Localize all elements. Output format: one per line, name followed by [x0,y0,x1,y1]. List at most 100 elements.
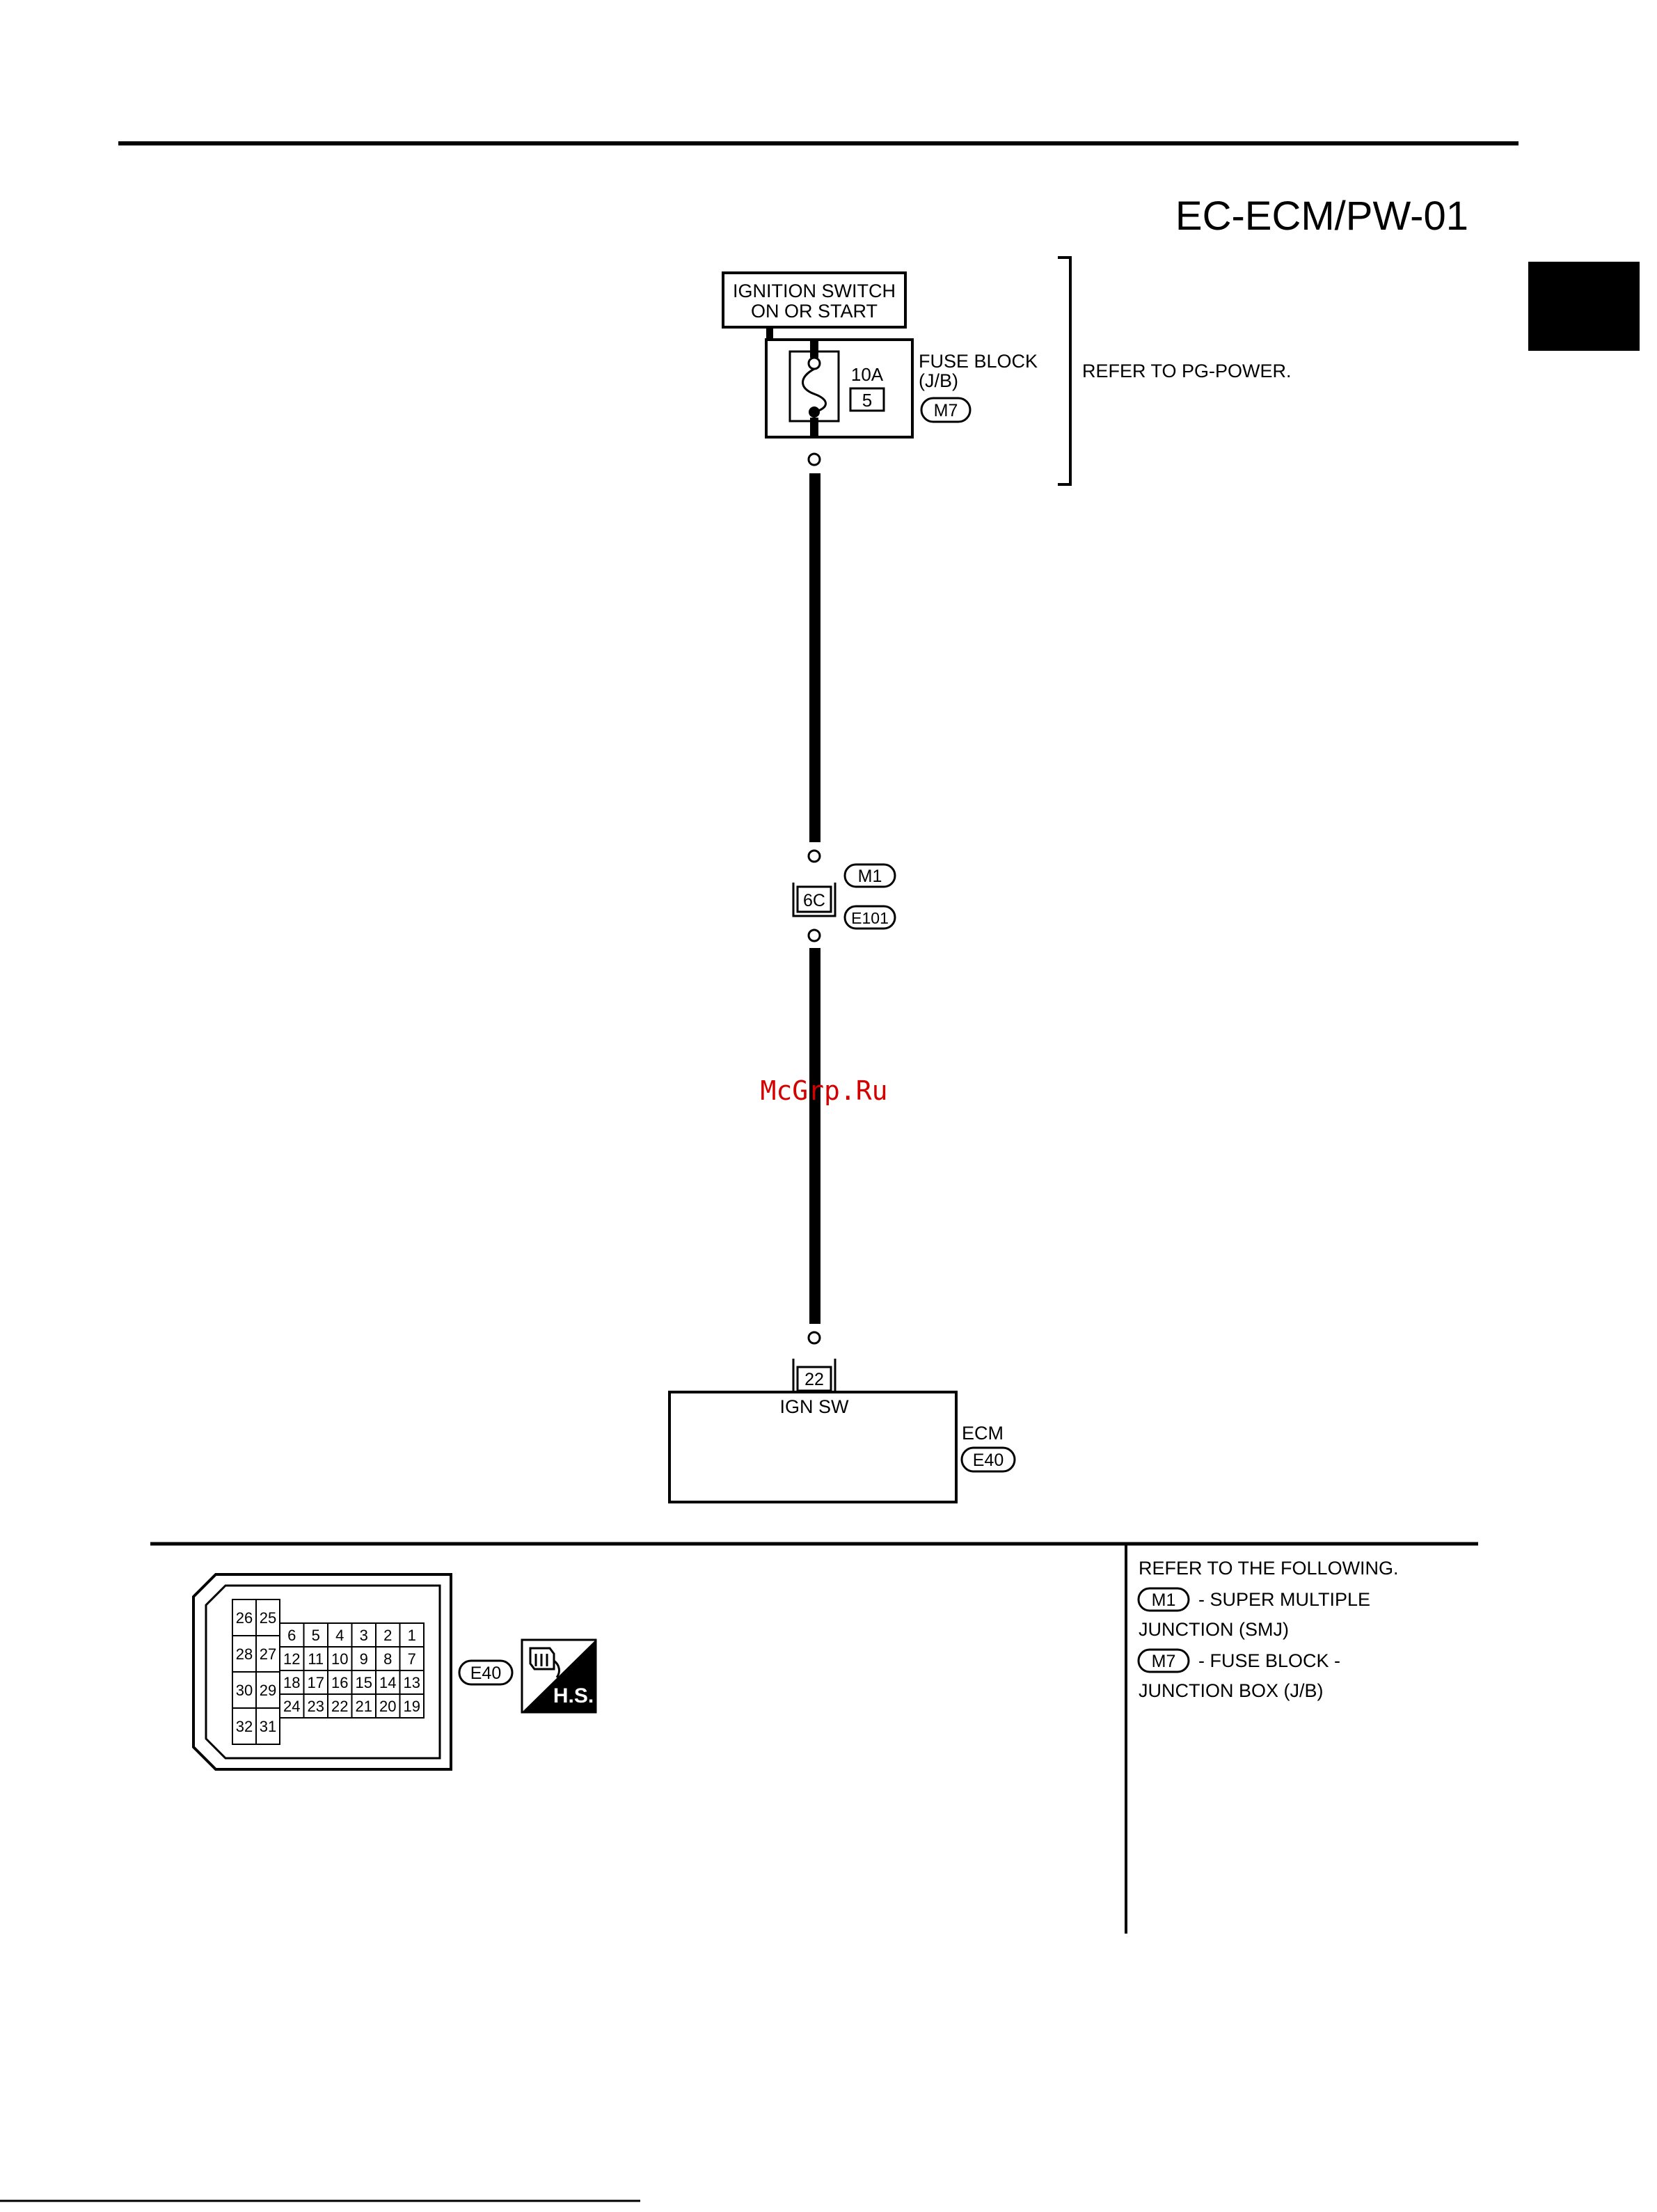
connector-view-id: E40 [470,1664,501,1683]
reference-title: REFER TO THE FOLLOWING. [1139,1558,1399,1579]
connector-pin-cell [351,1693,376,1719]
connector-pin-cell [255,1671,280,1709]
junction-connector-top-badge [843,863,896,888]
junction-connector: 6C M1 E101 [792,863,896,930]
connector-pin-number: 13 [404,1674,420,1691]
fuse-block-connector: M7 [934,401,958,420]
connector-pin-cell [232,1671,257,1709]
reference-1-text-1: - SUPER MULTIPLE [1198,1589,1370,1610]
harness-side-icon [529,1647,560,1678]
fuse-block-name-2: (J/B) [919,370,958,391]
ecm-name: ECM [962,1423,1004,1444]
connector-pin-number: 7 [408,1650,416,1668]
refer-pg-power: REFER TO PG-POWER. [1082,361,1292,381]
fuse-symbol-icon [802,368,827,413]
connector-pin-number: 18 [283,1674,300,1691]
connector-pin-number: 28 [236,1645,253,1663]
connector-pin-cell [327,1622,353,1648]
connector-pin-number: 31 [260,1718,276,1735]
fuse-block-connector-badge [920,397,972,423]
connector-shell-inner [205,1584,441,1760]
fuse-block-name-1: FUSE BLOCK [919,351,1038,372]
ignition-switch-source: IGNITION SWITCH ON OR START [722,271,907,329]
connector-pin-number: 23 [308,1698,324,1715]
connector-pin-cell [399,1693,425,1719]
diagram-code: EC-ECM/PW-01 [1175,193,1468,239]
connector-pin-number: 17 [308,1674,324,1691]
connector-pin-number: 27 [260,1645,276,1663]
junction-connector-bottom: E101 [851,909,889,927]
ecm-terminal-box [796,1366,832,1392]
junction-connector-bottom-badge [843,905,896,930]
ecm-connector-badge [960,1446,1016,1473]
connector-pin-number: 4 [335,1627,344,1644]
connector-pin-number: 29 [260,1682,276,1699]
connector-pin-number: 9 [360,1650,368,1668]
junction-terminal: 6C [803,891,825,910]
junction-connector-top: M1 [858,867,882,886]
connector-pin-number: 21 [356,1698,372,1715]
connector-pin-cell [375,1693,401,1719]
connector-pin-number: 22 [331,1698,348,1715]
fuse-rating: 10A [851,364,884,385]
reference-2-text-2: JUNCTION BOX (J/B) [1139,1680,1324,1701]
ecm-connector: E40 [973,1451,1004,1470]
connector-pin-number: 14 [379,1674,396,1691]
fuse-number-box [849,387,885,412]
connector-pin-number: 1 [408,1627,416,1644]
fuse-block-outline [765,338,914,439]
connector-pin-number: 6 [287,1627,296,1644]
ignition-switch-label-1: IGNITION SWITCH [733,281,896,301]
reference-2-code: M7 [1152,1652,1176,1671]
watermark: McGrp.Ru [760,1075,887,1106]
connector-pin-cell [327,1646,353,1671]
connector-pin-cell [232,1707,257,1745]
connector-pin-number: 19 [404,1698,420,1715]
connector-pin-number: 2 [383,1627,392,1644]
junction-terminal-box [796,885,832,913]
connector-pin-number: 20 [379,1698,396,1715]
reference-list: REFER TO THE FOLLOWING. M1 - SUPER MULTI… [1137,1558,1399,1701]
connector-pin-number: 24 [283,1698,300,1715]
connector-pin-number: 32 [236,1718,253,1735]
hs-badge-label: H.S. [553,1684,594,1707]
reference-1-text-2: JUNCTION (SMJ) [1139,1619,1289,1640]
ecm-box [668,1391,958,1503]
connector-pin-number: 5 [312,1627,320,1644]
main-wire [807,452,821,1345]
fuse-block: 10A 5 FUSE BLOCK (J/B) M7 [765,327,1038,439]
section-tab [1528,262,1640,351]
connector-pin-number: 26 [236,1609,253,1627]
connector-pin-cell [351,1646,376,1671]
connector-pin-cell [255,1707,280,1745]
connector-pin-number: 16 [331,1674,348,1691]
reference-2-badge [1137,1648,1190,1673]
ignition-switch-label-2: ON OR START [751,301,878,322]
connector-pin-number: 30 [236,1682,253,1699]
ecm-terminal-label: IGN SW [780,1396,850,1417]
fuse-number: 5 [862,390,872,411]
connector-pin-cell [303,1670,328,1695]
connector-shell-outer [192,1573,452,1771]
connector-pin-number: 12 [283,1650,300,1668]
connector-pin-number: 10 [331,1650,348,1668]
connector-pin-cell [399,1646,425,1671]
hs-badge: H.S. [521,1638,597,1714]
reference-2-text-1: - FUSE BLOCK - [1198,1650,1340,1671]
ecm-unit: 22 IGN SW ECM E40 [668,1359,1016,1503]
connector-pin-cell [279,1693,305,1719]
connector-pin-cell [279,1670,305,1695]
connector-pin-cell [279,1646,305,1671]
reference-1-code: M1 [1152,1590,1176,1610]
connector-pin-number: 3 [360,1627,368,1644]
connector-pin-number: 8 [383,1650,392,1668]
connector-pin-number: 15 [356,1674,372,1691]
reference-1-badge [1137,1587,1190,1612]
ecm-terminal: 22 [804,1370,824,1389]
connector-pin-number: 11 [308,1650,324,1668]
connector-pin-cell [375,1622,401,1648]
connector-pin-cell [399,1670,425,1695]
